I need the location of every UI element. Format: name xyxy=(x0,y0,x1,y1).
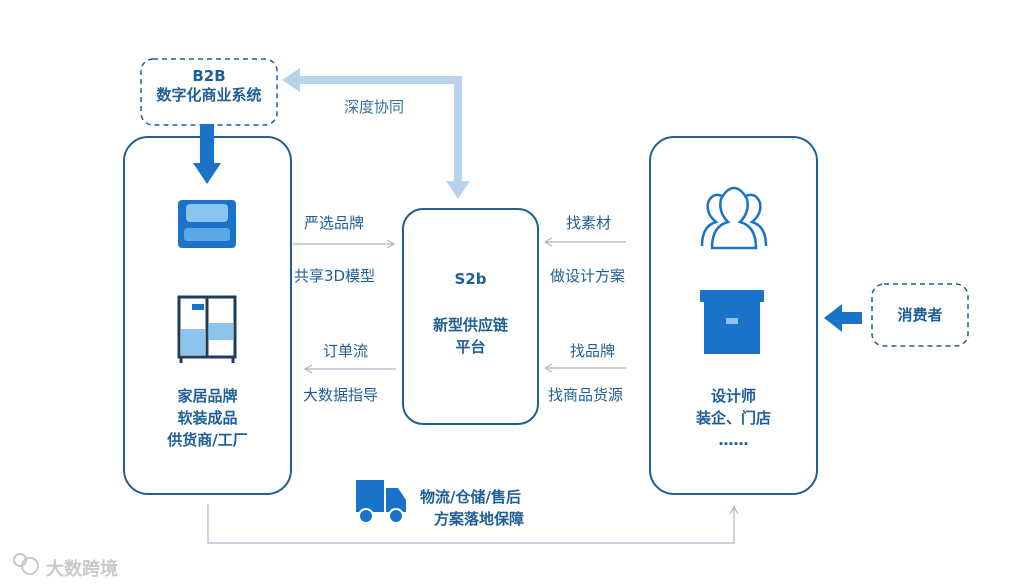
left-panel-text: 家居品牌 软装成品 供货商/工厂 xyxy=(124,385,291,451)
arrow-down-icon xyxy=(193,124,221,184)
center-line1: 新型供应链 xyxy=(432,316,508,334)
right-label-d: 找商品货源 xyxy=(548,386,624,404)
b2b-title: B2B 数字化商业系统 xyxy=(141,67,277,105)
truck-icon xyxy=(356,480,406,524)
right-panel-text: 设计师 装企、门店 …… xyxy=(650,385,817,451)
logistics-text: 物流/仓储/售后 方案落地保障 xyxy=(420,486,590,530)
center-line2: 平台 xyxy=(455,338,486,356)
consumer-label: 消费者 xyxy=(897,306,943,324)
bottom-connector xyxy=(207,504,739,544)
center-text: 新型供应链 平台 xyxy=(403,314,538,358)
right-label-c: 找品牌 xyxy=(570,342,616,360)
b2b-line1: B2B xyxy=(192,67,226,85)
deep-collab-connector xyxy=(282,68,470,199)
left-label-b: 共享3D模型 xyxy=(294,267,376,285)
right-arrows xyxy=(543,237,626,373)
left-label-d: 大数据指导 xyxy=(303,386,379,404)
left-label-a: 严选品牌 xyxy=(304,214,365,232)
b2b-line2: 数字化商业系统 xyxy=(156,86,262,104)
deep-collab-label: 深度协同 xyxy=(344,98,405,116)
logistics-line1: 物流/仓储/售后 xyxy=(420,488,521,506)
center-title: S2b xyxy=(454,270,487,288)
box-icon xyxy=(700,290,764,354)
sofa-icon xyxy=(178,200,236,248)
right-label-a: 找素材 xyxy=(566,214,612,232)
watermark-logo xyxy=(13,553,39,575)
center-panel xyxy=(402,208,539,425)
left-arrows xyxy=(293,239,396,374)
left-panel-line1: 家居品牌 xyxy=(177,387,238,405)
logistics-line2: 方案落地保障 xyxy=(434,510,525,528)
right-panel-line3: …… xyxy=(718,431,749,449)
left-label-c: 订单流 xyxy=(323,342,369,360)
consumer-box xyxy=(871,283,969,347)
people-icon xyxy=(700,186,768,250)
right-label-b: 做设计方案 xyxy=(550,267,626,285)
watermark-text: 大数跨境 xyxy=(46,559,118,580)
right-panel-line1: 设计师 xyxy=(710,387,756,405)
arrow-left-icon xyxy=(824,304,862,332)
left-panel-line2: 软装成品 xyxy=(177,409,238,427)
left-panel-line3: 供货商/工厂 xyxy=(167,431,248,449)
cabinet-icon xyxy=(177,295,237,363)
right-panel-line2: 装企、门店 xyxy=(695,409,771,427)
